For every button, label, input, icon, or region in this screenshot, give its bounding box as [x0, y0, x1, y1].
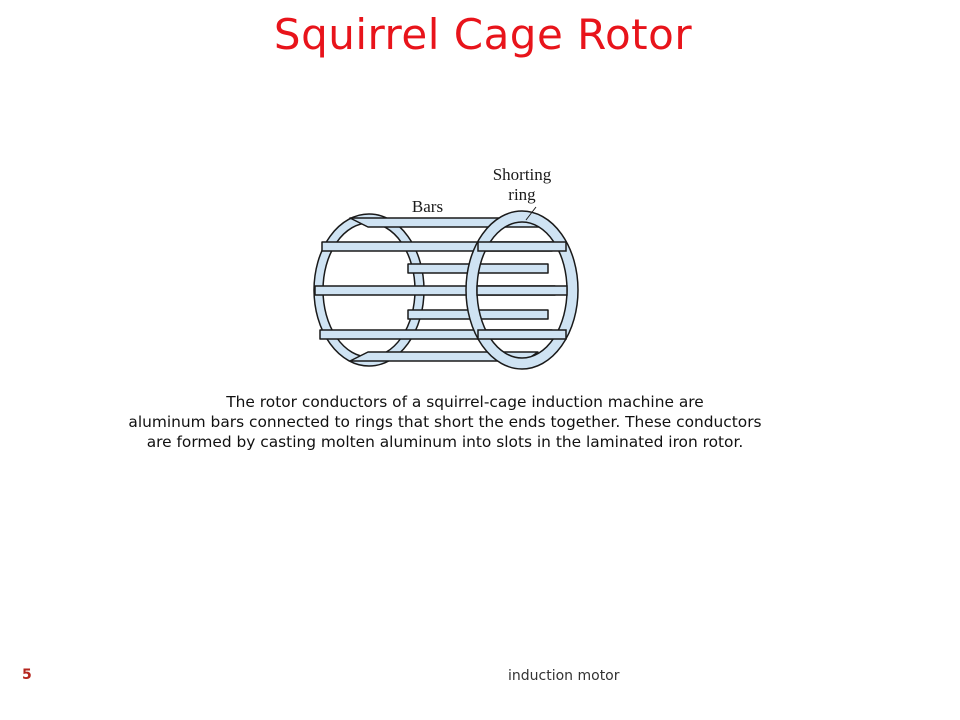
bar-front-upper — [477, 241, 567, 252]
shorting-ring-leader — [525, 206, 537, 221]
bars-label: Bars — [411, 197, 444, 216]
caption-line-3: are formed by casting molten aluminum in… — [146, 433, 744, 451]
squirrel-cage-rotor-diagram: Bars Shorting ring — [300, 160, 590, 385]
rotor-illustration — [313, 206, 579, 370]
shorting-ring-label: Shorting ring — [480, 165, 564, 205]
page-number: 5 — [22, 667, 32, 683]
figure-caption: The rotor conductors of a squirrel-cage … — [110, 392, 780, 452]
caption-line-1: The rotor conductors of a squirrel-cage … — [226, 393, 704, 411]
footer-text: induction motor — [508, 668, 620, 684]
shorting-ring-label-line2: ring — [508, 185, 536, 204]
slide-title: Squirrel Cage Rotor — [273, 10, 693, 59]
caption-line-2: aluminum bars connected to rings that sh… — [128, 413, 762, 431]
shorting-ring-label-line1: Shorting — [492, 165, 552, 184]
bar-front-lower — [477, 329, 567, 340]
bar-front-middle — [476, 285, 568, 296]
